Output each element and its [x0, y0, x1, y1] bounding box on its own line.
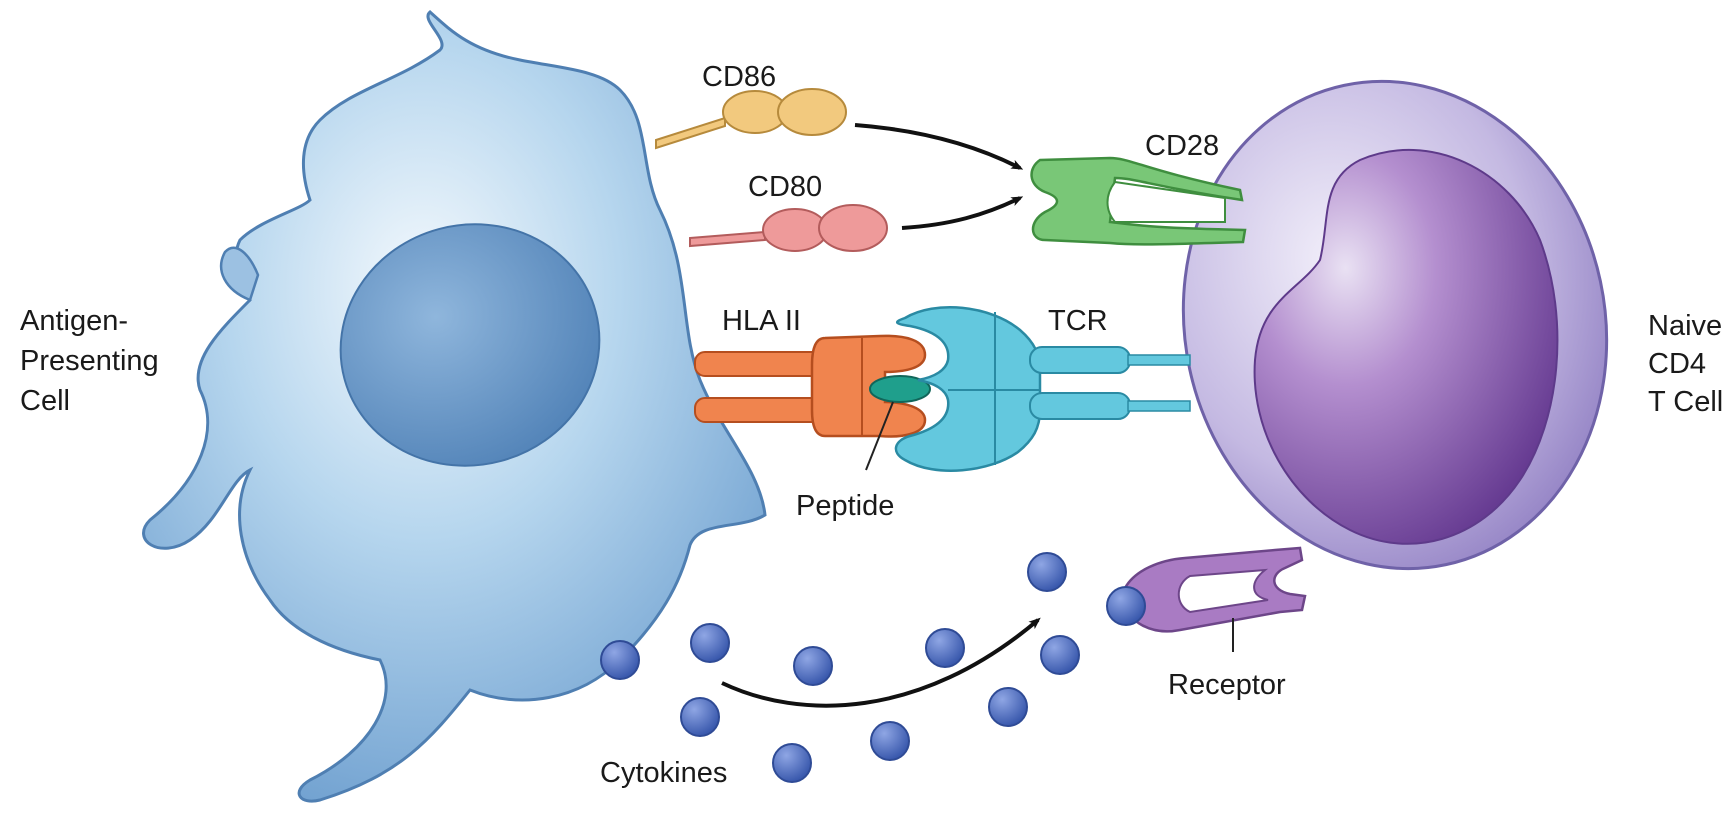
labels: Antigen- Presenting Cell Naive CD4 T Cel…	[20, 61, 1723, 789]
cd80-label: CD80	[748, 171, 822, 203]
receptor-label: Receptor	[1168, 669, 1286, 701]
tcr-label: TCR	[1048, 305, 1108, 337]
tcr-molecule	[894, 306, 1191, 472]
tcell-nucleus	[1253, 149, 1559, 545]
apc-nucleus	[339, 223, 601, 467]
peptide	[865, 375, 931, 471]
hla-ii-molecule	[694, 334, 927, 438]
cytokines	[600, 552, 1146, 783]
cd86-label: CD86	[702, 61, 776, 93]
apc-label-line1: Antigen-	[20, 305, 128, 337]
cd80-molecule	[689, 204, 888, 252]
apc-process-left	[219, 246, 260, 302]
cd86-molecule	[655, 88, 847, 150]
cytokine-receptor	[1123, 546, 1307, 652]
tcell-label-line1: Naive	[1648, 310, 1722, 342]
tcell-label-line3: T Cell	[1648, 386, 1723, 418]
arrow-cd86-to-cd28	[854, 123, 1024, 170]
antigen-presenting-cell	[142, 10, 767, 803]
apc-label-line2: Presenting	[20, 345, 159, 377]
naive-cd4-t-cell	[1181, 79, 1609, 571]
tcell-label-line2: CD4	[1648, 348, 1706, 380]
apc-label-line3: Cell	[20, 385, 70, 417]
arrow-cd80-to-cd28	[901, 196, 1024, 230]
cytokines-label: Cytokines	[600, 757, 727, 789]
cd28-label: CD28	[1145, 130, 1219, 162]
cd28-molecule	[1030, 156, 1247, 246]
arrow-cytokines-to-receptor	[721, 617, 1041, 708]
arrows	[721, 123, 1041, 708]
peptide-label: Peptide	[796, 490, 894, 522]
hla-ii-label: HLA II	[722, 305, 801, 337]
